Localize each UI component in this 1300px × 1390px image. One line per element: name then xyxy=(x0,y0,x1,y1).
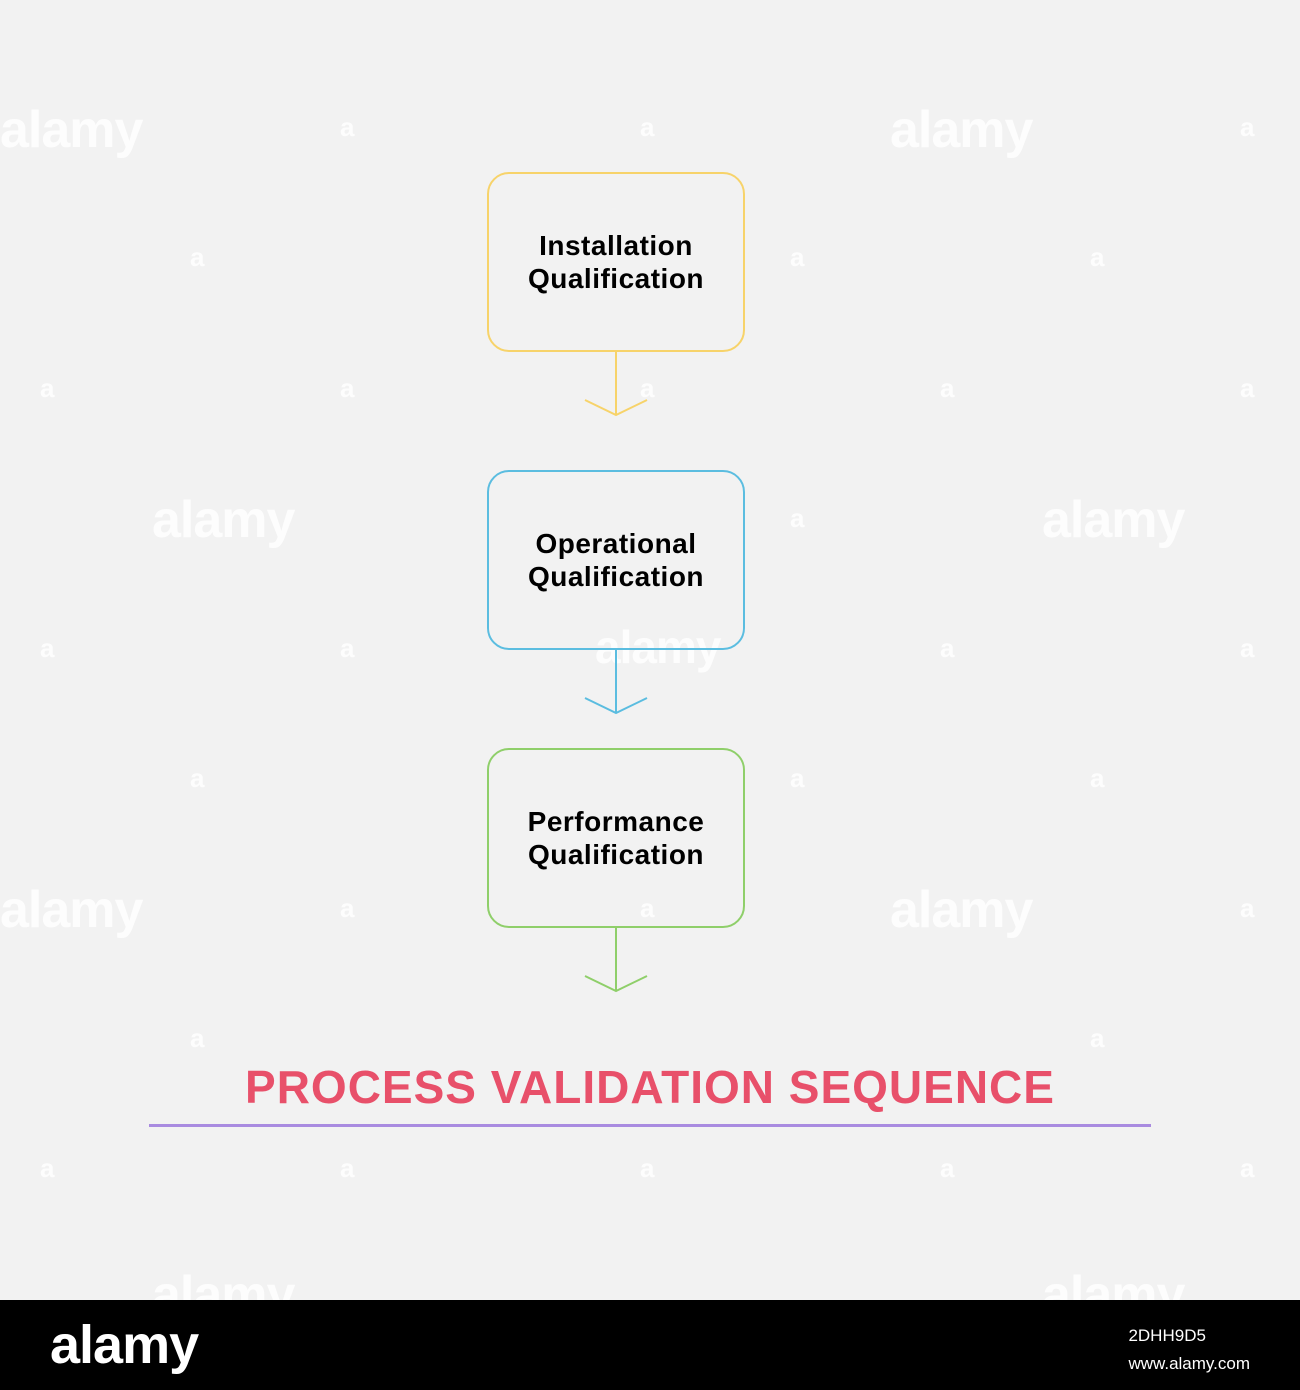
watermark-mark: a xyxy=(340,112,355,142)
step-label: Performance Qualification xyxy=(528,805,705,871)
watermark-mark: a xyxy=(1090,763,1105,793)
watermark-mark: a xyxy=(40,633,55,663)
step-label: Installation Qualification xyxy=(528,229,704,295)
footer-bar: alamy 2DHH9D5 www.alamy.com xyxy=(0,1300,1300,1390)
watermark-mark: a xyxy=(340,373,355,403)
watermark-mark: a xyxy=(1240,893,1255,923)
step-label-line2: Qualification xyxy=(527,839,705,870)
arrow-head xyxy=(584,399,648,417)
title-underline xyxy=(149,1124,1151,1127)
step-label: Operational Qualification xyxy=(528,527,704,593)
watermark-mark: a xyxy=(190,242,205,272)
watermark-mark: a xyxy=(1240,633,1255,663)
step-label-line2: Qualification xyxy=(527,561,705,592)
alamy-logo: alamy xyxy=(50,1315,199,1375)
step-box-operational: Operational Qualification xyxy=(487,470,745,650)
watermark-mark: a xyxy=(640,373,655,403)
diagram-canvas: alamy alamy alamy alamy alamy alamy alam… xyxy=(0,101,1255,1324)
down-arrow-icon xyxy=(584,928,648,993)
watermark-text: alamy xyxy=(0,881,143,939)
watermark-mark: a xyxy=(340,1153,355,1183)
watermark-mark: a xyxy=(940,633,955,663)
site-url: www.alamy.com xyxy=(1128,1354,1250,1373)
watermark-text: alamy xyxy=(890,101,1033,159)
image-credit: 2DHH9D5 www.alamy.com xyxy=(1128,1322,1250,1378)
step-box-installation: Installation Qualification xyxy=(487,172,745,352)
watermark-mark: a xyxy=(1240,1153,1255,1183)
watermark-mark: a xyxy=(640,1153,655,1183)
down-arrow-icon xyxy=(584,650,648,715)
down-arrow-icon xyxy=(584,352,648,417)
watermark-mark: a xyxy=(40,1153,55,1183)
arrow-head xyxy=(584,975,648,993)
watermark-mark: a xyxy=(790,242,805,272)
watermark-text: alamy xyxy=(152,491,295,549)
step-label-line1: Performance xyxy=(527,806,705,837)
step-label-line1: Operational xyxy=(535,528,697,559)
watermark-mark: a xyxy=(940,373,955,403)
watermark-mark: a xyxy=(40,373,55,403)
watermark-mark: a xyxy=(190,1023,205,1053)
watermark-mark: a xyxy=(790,763,805,793)
step-box-performance: Performance Qualification xyxy=(487,748,745,928)
watermark-mark: a xyxy=(790,503,805,533)
watermark-mark: a xyxy=(1240,112,1255,142)
watermark-text: alamy xyxy=(890,881,1033,939)
step-label-line1: Installation xyxy=(539,230,693,261)
watermark-mark: a xyxy=(940,1153,955,1183)
watermark-mark: a xyxy=(640,112,655,142)
watermark-mark: a xyxy=(340,633,355,663)
watermark-mark: a xyxy=(1090,242,1105,272)
watermark-mark: a xyxy=(1090,1023,1105,1053)
arrow-head xyxy=(584,697,648,715)
watermark-mark: a xyxy=(340,893,355,923)
diagram-title: PROCESS VALIDATION SEQUENCE xyxy=(245,1061,1055,1113)
watermark-mark: a xyxy=(190,763,205,793)
image-id: 2DHH9D5 xyxy=(1128,1326,1206,1345)
watermark-text: alamy xyxy=(1042,491,1185,549)
watermark-mark: a xyxy=(1240,373,1255,403)
watermark-mark: a xyxy=(640,893,655,923)
step-label-line2: Qualification xyxy=(527,263,705,294)
watermark-text: alamy xyxy=(0,101,143,159)
